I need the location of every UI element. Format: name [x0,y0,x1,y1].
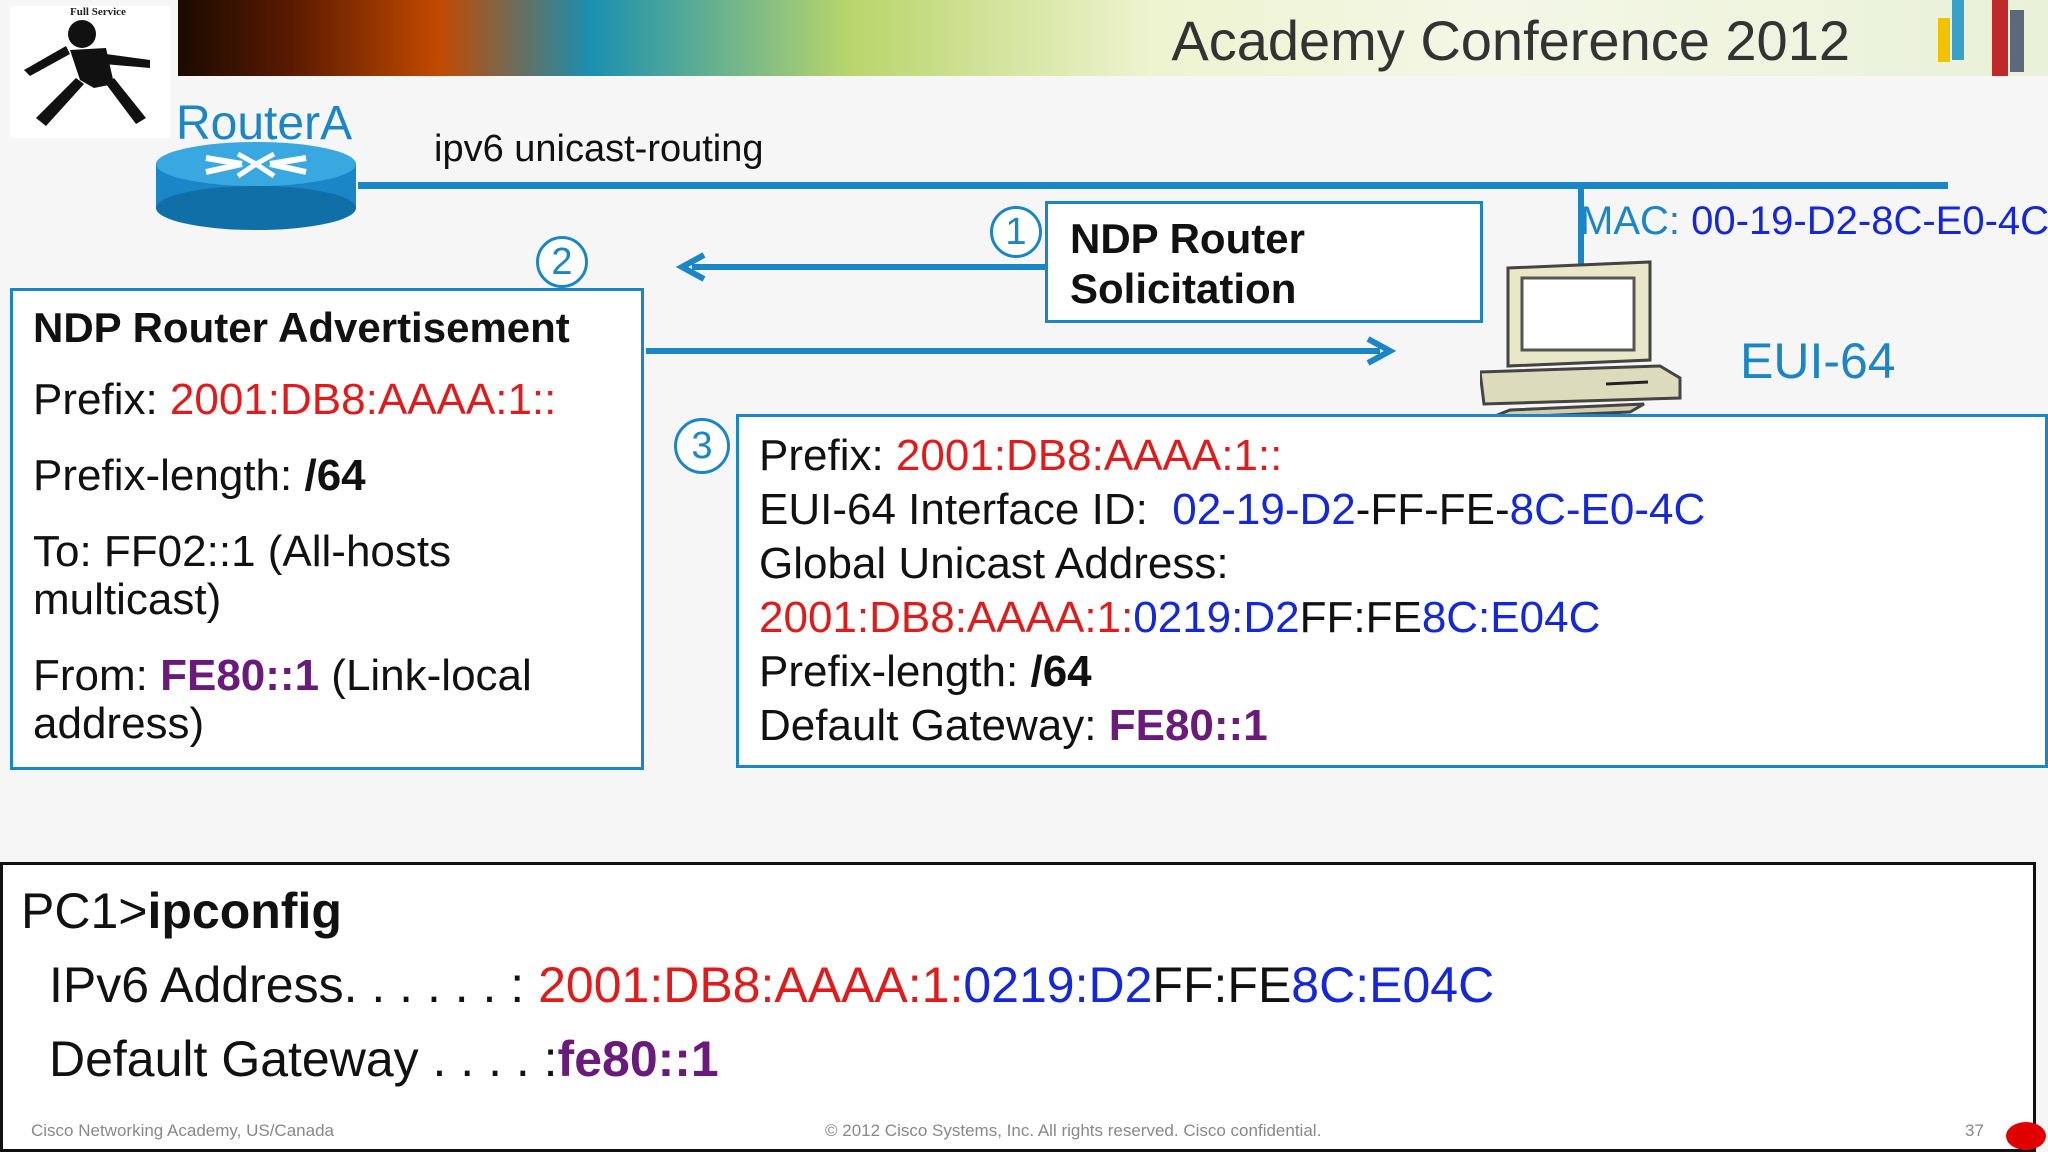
from-value: FE80::1 [160,651,320,700]
pointer-dot [2006,1122,2046,1150]
result-eui64-id: EUI-64 Interface ID: 02-19-D2-FF-FE-8C-E… [759,485,1705,535]
terminal-gateway-label: Default Gateway . . . . : [49,1031,558,1087]
banner-decoration-right [1992,0,2028,76]
logo-text: Full Service [70,6,126,18]
gua-part3: FF:FE [1299,593,1422,642]
banner-decoration [1938,0,1978,64]
gua-part1: 2001:DB8:AAAA:1: [759,593,1134,642]
mac-value: 00-19-D2-8C-E0-4C [1691,199,2048,243]
logo [10,6,170,138]
router-icon [156,142,356,230]
advertisement-from-line1: From: FE80::1 (Link-local [33,651,532,701]
advertisement-prefix: Prefix: 2001:DB8:AAAA:1:: [33,375,556,425]
solicitation-line1: NDP Router [1070,215,1305,262]
gua-part2: 0219:D2 [1133,593,1300,642]
result-plen-label: Prefix-length: [759,647,1031,696]
result-prefix-label: Prefix: [759,431,896,480]
result-prefix-length: Prefix-length: /64 [759,647,1092,697]
terminal-gateway-value: fe80::1 [557,1031,719,1087]
terminal-command: ipconfig [147,883,342,939]
advertisement-box: NDP Router Advertisement Prefix: 2001:DB… [10,288,644,770]
from-label: From: [33,651,161,700]
network-link [358,182,1948,189]
advertisement-arrow [646,336,1397,366]
terminal-prompt-line: PC1>ipconfig [21,883,342,939]
result-prefix-value: 2001:DB8:AAAA:1:: [895,431,1283,480]
mac-address: MAC: 00-19-D2-8C-E0-4C [1580,196,2048,246]
from-suffix: (Link-local [319,651,532,700]
ipv6-part3: FF:FE [1152,957,1292,1013]
prefix-label: Prefix: [33,375,170,424]
ipv6-part1: 2001:DB8:AAAA:1: [538,957,964,1013]
result-gua-value: 2001:DB8:AAAA:1:0219:D2FF:FE8C:E04C [759,593,1600,643]
banner-title: Academy Conference 2012 [1171,9,1850,72]
ipv6-part4: 8C:E04C [1291,957,1495,1013]
footer-center: © 2012 Cisco Systems, Inc. All rights re… [825,1121,1322,1140]
result-gateway: Default Gateway: FE80::1 [759,701,1268,751]
terminal-gateway-line: Default Gateway . . . . :fe80::1 [49,1031,719,1087]
result-box: Prefix: 2001:DB8:AAAA:1:: EUI-64 Interfa… [736,414,2048,768]
ipv6-label: IPv6 Address. . . . . . : [49,957,539,1013]
pc-drop-link [1578,186,1584,266]
advertisement-to-line2: multicast) [33,575,222,624]
mac-label: MAC: [1580,199,1692,243]
result-gateway-value: FE80::1 [1108,701,1268,750]
command-text: ipv6 unicast-routing [434,128,764,170]
ipv6-part2: 0219:D2 [963,957,1153,1013]
prefix-length-value: /64 [304,451,366,500]
terminal-box: PC1>ipconfig IPv6 Address. . . . . . : 2… [0,862,2036,1152]
result-plen-value: /64 [1030,647,1092,696]
eui64-id-part2: -FF-FE- [1355,485,1510,534]
pc-icon [1480,260,1682,420]
terminal-ipv6-line: IPv6 Address. . . . . . : 2001:DB8:AAAA:… [49,957,1494,1013]
router-label: RouterA [176,97,353,150]
step-3-marker: 3 [674,418,730,474]
terminal-prompt: PC1> [21,883,148,939]
gua-part4: 8C:E04C [1421,593,1601,642]
advertisement-from-line2: address) [33,699,205,748]
eui64-label: EUI-64 [1740,333,1896,389]
advertisement-prefix-length: Prefix-length: /64 [33,451,366,501]
header-banner [178,0,2048,76]
eui64-id-part1: 02-19-D2 [1172,485,1356,534]
eui64-id-label: EUI-64 Interface ID: [759,485,1173,534]
advertisement-title: NDP Router Advertisement [33,304,570,351]
logo-figure-icon [24,20,150,126]
result-gua-label: Global Unicast Address: [759,539,1229,588]
step-2-marker: 2 [536,236,588,288]
advertisement-to-line1: To: FF02::1 (All-hosts [33,527,452,576]
solicitation-line2: Solicitation [1070,265,1297,312]
step-1-marker: 1 [990,206,1042,258]
footer-page-number: 37 [1965,1121,1984,1140]
result-gateway-label: Default Gateway: [759,701,1109,750]
footer-left: Cisco Networking Academy, US/Canada [31,1121,334,1140]
prefix-length-label: Prefix-length: [33,451,305,500]
result-prefix: Prefix: 2001:DB8:AAAA:1:: [759,431,1282,481]
prefix-value: 2001:DB8:AAAA:1:: [169,375,557,424]
eui64-id-part3: 8C-E0-4C [1509,485,1706,534]
solicitation-box: NDP Router Solicitation [1045,201,1483,323]
solicitation-arrow [676,252,1046,282]
